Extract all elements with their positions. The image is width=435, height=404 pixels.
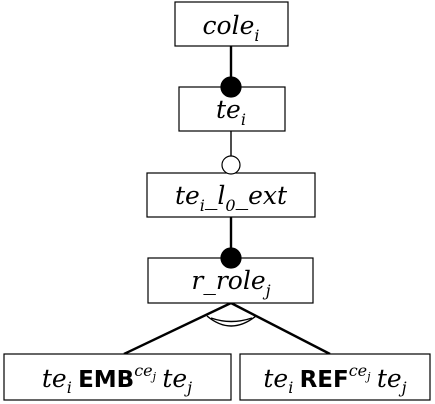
node-te-ext-sub2: 0 [225,196,235,215]
svg-text:colei: colei [203,11,260,45]
node-te-ext: tei_l0_ext [146,172,316,218]
node-ref-op-sup-sub: j [364,370,371,383]
node-ref-right-sub: j [399,378,407,397]
svg-text:r_rolej: r_rolej [191,266,270,300]
node-r-role: r_rolej [147,257,314,304]
svg-text:tei REFcej tej: tei REFcej tej [263,361,406,397]
node-emb-left: te [42,364,67,393]
xor-arc-inner [210,317,253,323]
node-te-sub: i [241,110,246,129]
connector-filled-circle-cole-te [220,76,242,98]
node-te-base: te [216,95,241,124]
connector-filled-circle-te-ext-r-role [220,247,242,269]
node-r-role-base: r_role [191,266,265,295]
node-emb-right-sub: j [184,378,192,397]
node-emb-op-sup: ce [134,361,152,380]
edge-r-role-ref [230,301,331,356]
edge-r-role-emb [123,301,232,356]
node-te: tei [178,86,286,132]
node-emb-right: te [162,364,187,393]
svg-text:tei: tei [216,95,246,129]
connector-hollow-circle-te-te-ext [221,155,241,175]
node-ref-op-sup: ce [349,361,367,380]
node-cole-base: cole [203,11,255,40]
node-cole: colei [174,1,289,47]
svg-text:tei EMBcej tej: tei EMBcej tej [42,361,192,397]
node-r-role-sub: j [263,281,271,300]
node-te-ext-base: te [175,181,200,210]
node-ref-left-sub: i [288,378,293,397]
node-ref-left: te [263,364,288,393]
node-te-ext-sub: i [200,196,205,215]
node-ref: tei REFcej tej [239,353,431,401]
svg-text:tei_l0_ext: tei_l0_ext [175,181,288,215]
xor-arc [206,315,257,327]
node-te-ext-rest: _l [205,181,226,210]
node-emb: tei EMBcej tej [3,353,232,401]
node-emb-op: EMB [78,367,134,393]
node-ref-right: te [377,364,402,393]
node-emb-op-sup-sub: j [150,370,157,383]
node-emb-left-sub: i [67,378,72,397]
node-ref-op: REF [300,367,349,393]
node-cole-sub: i [254,26,259,45]
node-te-ext-tail: _ext [236,181,288,210]
